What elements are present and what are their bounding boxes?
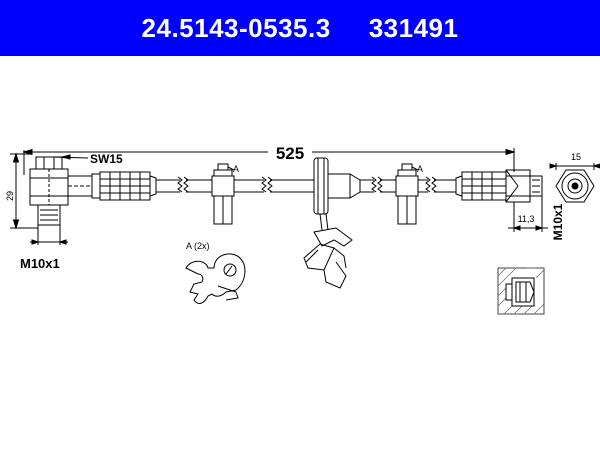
hose-clip-2	[395, 163, 419, 225]
wrench-size-label: SW15	[90, 152, 123, 166]
left-height-dimension	[10, 152, 38, 230]
left-height-label: 29	[5, 191, 15, 201]
clip-marker-1: A	[233, 164, 239, 174]
left-crimp-sleeve	[91, 171, 157, 201]
clip-marker-2: A	[417, 164, 423, 174]
left-thread-dimension	[30, 225, 68, 245]
hose-clip-1	[211, 163, 235, 225]
part-number: 24.5143-0535.3	[141, 12, 331, 43]
end-view	[549, 163, 600, 203]
clip-detail	[185, 253, 246, 304]
left-thread-label: M10x1	[20, 256, 60, 271]
right-crimp-sleeve	[455, 171, 507, 201]
reference-number: 331491	[368, 12, 459, 43]
right-thread-label: M10x1	[551, 203, 565, 240]
hose-body	[156, 176, 456, 193]
right-width-label: 15	[571, 152, 581, 162]
right-length-dimension	[508, 196, 548, 232]
clip-detail-label: A (2x)	[186, 241, 210, 251]
left-fitting	[29, 154, 93, 226]
title-bar: 24.5143-0535.3 331491	[0, 0, 600, 56]
port-section-detail	[497, 267, 545, 315]
overall-length-label: 525	[276, 144, 304, 163]
right-length-label: 11,3	[518, 214, 535, 224]
length-label-bg	[270, 142, 310, 162]
length-dimension	[22, 148, 516, 175]
center-bracket	[303, 157, 361, 289]
right-fitting	[505, 169, 543, 203]
